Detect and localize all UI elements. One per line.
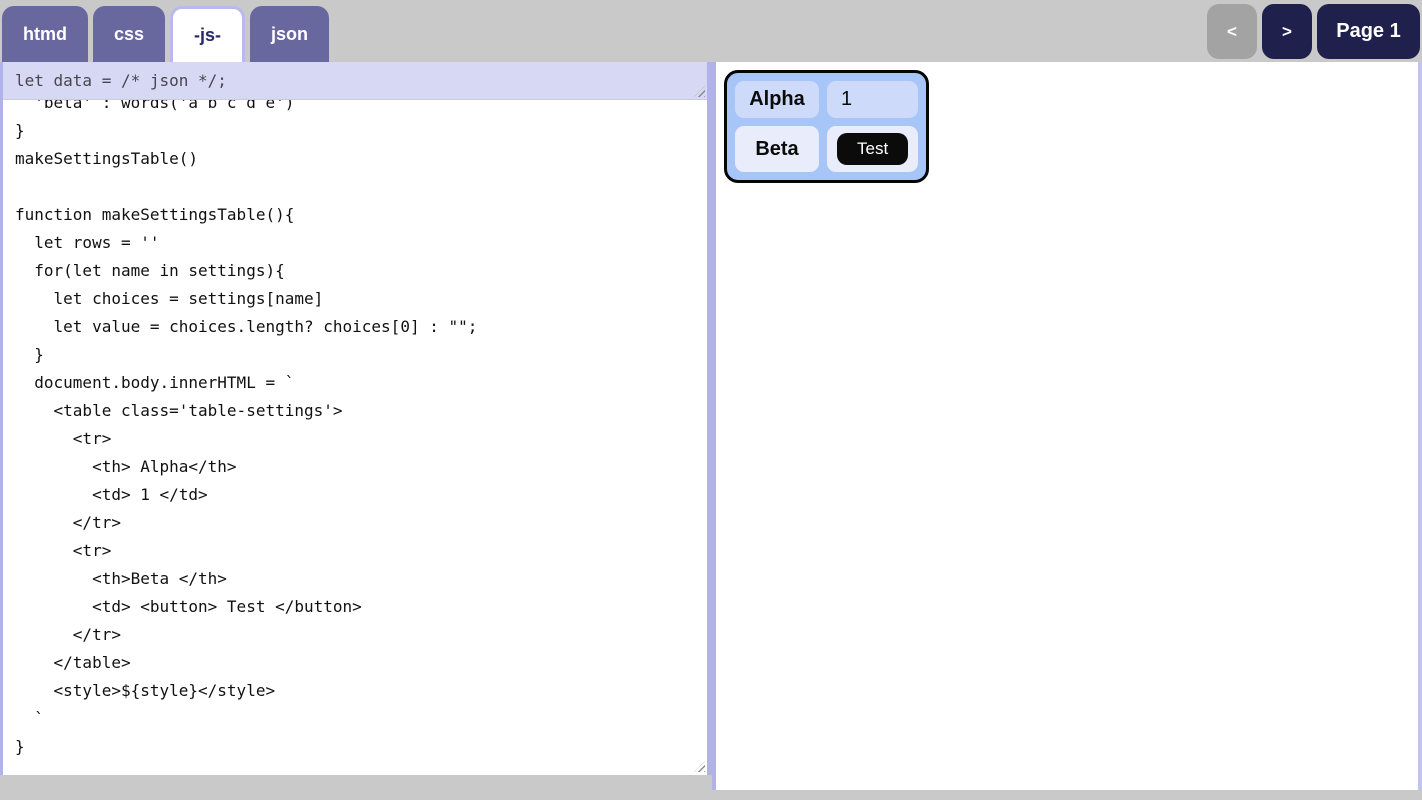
- prev-page-button[interactable]: <: [1207, 4, 1257, 59]
- resize-grip-icon[interactable]: [694, 86, 705, 97]
- settings-table: Alpha 1 Beta Test: [724, 70, 930, 183]
- table-row: Beta Test: [735, 126, 919, 172]
- row-header-beta: Beta: [735, 126, 819, 172]
- pager-controls: < > Page 1: [1207, 4, 1420, 59]
- tab-htmd[interactable]: htmd: [2, 6, 88, 62]
- js-code-text: 'beta' : words('a b c d e') } makeSettin…: [15, 100, 478, 756]
- resize-grip-icon[interactable]: [694, 761, 705, 772]
- page-indicator-button[interactable]: Page 1: [1317, 4, 1420, 59]
- row-value-alpha: 1: [827, 81, 919, 118]
- tab-css[interactable]: css: [93, 6, 166, 62]
- row-value-beta: Test: [827, 126, 919, 172]
- preview-pane: Alpha 1 Beta Test: [712, 62, 1422, 790]
- js-code-textarea[interactable]: 'beta' : words('a b c d e') } makeSettin…: [3, 100, 707, 774]
- test-button[interactable]: Test: [837, 133, 909, 165]
- main-split: let data = /* json */; 'beta' : words('a…: [0, 62, 1422, 790]
- tab-js[interactable]: -js-: [170, 6, 246, 62]
- next-page-button[interactable]: >: [1262, 4, 1312, 59]
- table-row: Alpha 1: [735, 81, 919, 118]
- tab-group: htmd css -js- json: [2, 0, 330, 62]
- tab-bar: htmd css -js- json < > Page 1: [0, 0, 1422, 62]
- data-declaration-text: let data = /* json */;: [15, 71, 227, 90]
- editor-column: let data = /* json */; 'beta' : words('a…: [0, 62, 712, 775]
- tab-json[interactable]: json: [250, 6, 330, 62]
- row-header-alpha: Alpha: [735, 81, 819, 118]
- data-declaration-textarea[interactable]: let data = /* json */;: [3, 62, 707, 100]
